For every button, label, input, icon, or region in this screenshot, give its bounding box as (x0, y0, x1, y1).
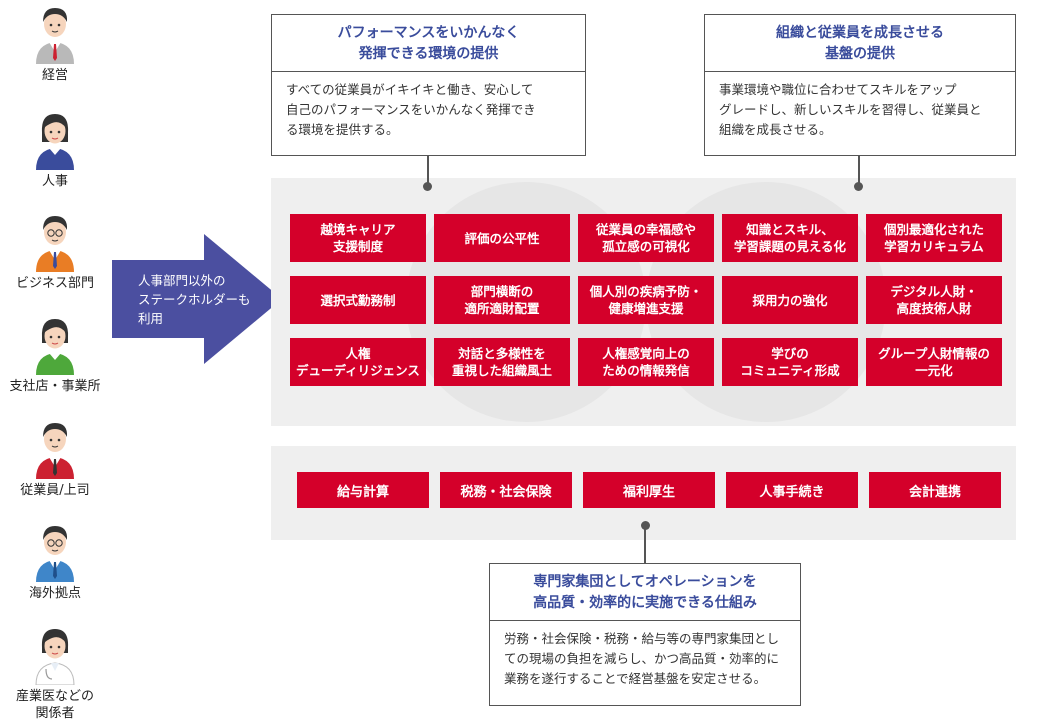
man-glasses-icon (36, 526, 74, 582)
callout-body: 事業環境や職位に合わせてスキルをアップ グレードし、新しいスキルを習得し、従業員… (719, 82, 982, 137)
man-glasses-icon (36, 216, 74, 272)
tax-insurance-box: 税務・社会保険 (440, 472, 572, 508)
persona-label: 人事 (41, 174, 68, 189)
persona-label: 支社店・事業所 (9, 379, 101, 394)
stakeholder-arrow (112, 234, 282, 364)
persona-label: ビジネス部門 (15, 276, 94, 291)
initiative-cell: 個人別の疾病予防・ 健康増進支援 (578, 276, 714, 324)
persona-employee: 従業員/上司 (0, 417, 110, 499)
callout-title: 専門家集団としてオペレーションを 高品質・効率的に実施できる仕組み (490, 564, 800, 621)
payroll-box: 給与計算 (297, 472, 429, 508)
persona-hr: 人事 (0, 108, 110, 190)
initiative-cell: 評価の公平性 (434, 214, 570, 262)
initiative-cell: デジタル人財・ 高度技術人財 (866, 276, 1002, 324)
welfare-box: 福利厚生 (583, 472, 715, 508)
persona-occupational-doctor: 産業医などの 関係者 (0, 623, 110, 722)
growth-callout: 組織と従業員を成長させる 基盤の提供 事業環境や職位に合わせてスキルをアップ グ… (704, 14, 1016, 156)
initiative-cell: 知識とスキル、 学習課題の見える化 (722, 214, 858, 262)
initiative-cell: 対話と多様性を 重視した組織風土 (434, 338, 570, 386)
accounting-link-box: 会計連携 (869, 472, 1001, 508)
businessman-icon (36, 423, 74, 479)
woman-icon (36, 114, 74, 170)
persona-label: 海外拠点 (28, 586, 81, 601)
initiative-cell: 越境キャリア 支援制度 (290, 214, 426, 262)
persona-overseas: 海外拠点 (0, 520, 110, 602)
initiative-cell: 部門横断の 適所適財配置 (434, 276, 570, 324)
connector-line (644, 528, 646, 564)
callout-title: パフォーマンスをいかんなく 発揮できる環境の提供 (272, 15, 585, 72)
initiative-cell: 個別最適化された 学習カリキュラム (866, 214, 1002, 262)
connector-line (427, 156, 429, 184)
doctor-icon (35, 629, 75, 685)
initiative-cell: 人権感覚向上の ための情報発信 (578, 338, 714, 386)
connector-dot (423, 182, 432, 191)
persona-management: 経営 (0, 2, 110, 84)
persona-label: 産業医などの 関係者 (15, 689, 94, 721)
environment-callout: パフォーマンスをいかんなく 発揮できる環境の提供 すべての従業員がイキイキと働き… (271, 14, 586, 156)
callout-body: すべての従業員がイキイキと働き、安心して 自己のパフォーマンスをいかんなく発揮で… (286, 82, 536, 137)
callout-title: 組織と従業員を成長させる 基盤の提供 (705, 15, 1015, 72)
persona-branch: 支社店・事業所 (0, 313, 110, 395)
initiative-cell: 人権 デューディリジェンス (290, 338, 426, 386)
connector-line (858, 156, 860, 184)
arrow-label: 人事部門以外の ステークホルダーも 利用 (138, 273, 251, 326)
initiative-cell: 従業員の幸福感や 孤立感の可視化 (578, 214, 714, 262)
persona-business: ビジネス部門 (0, 210, 110, 292)
persona-label: 経営 (41, 68, 68, 83)
callout-body: 労務・社会保険・税務・給与等の専門家集団とし ての現場の負担を減らし、かつ高品質… (504, 631, 780, 686)
persona-label: 従業員/上司 (20, 483, 90, 498)
businessman-icon (36, 8, 74, 64)
hr-procedures-box: 人事手続き (726, 472, 858, 508)
woman-icon (36, 319, 74, 375)
initiative-cell: グループ人財情報の 一元化 (866, 338, 1002, 386)
initiative-cell: 採用力の強化 (722, 276, 858, 324)
connector-dot (854, 182, 863, 191)
initiative-cell: 選択式勤務制 (290, 276, 426, 324)
connector-dot (641, 521, 650, 530)
initiative-cell: 学びの コミュニティ形成 (722, 338, 858, 386)
operations-callout: 専門家集団としてオペレーションを 高品質・効率的に実施できる仕組み 労務・社会保… (489, 563, 801, 706)
